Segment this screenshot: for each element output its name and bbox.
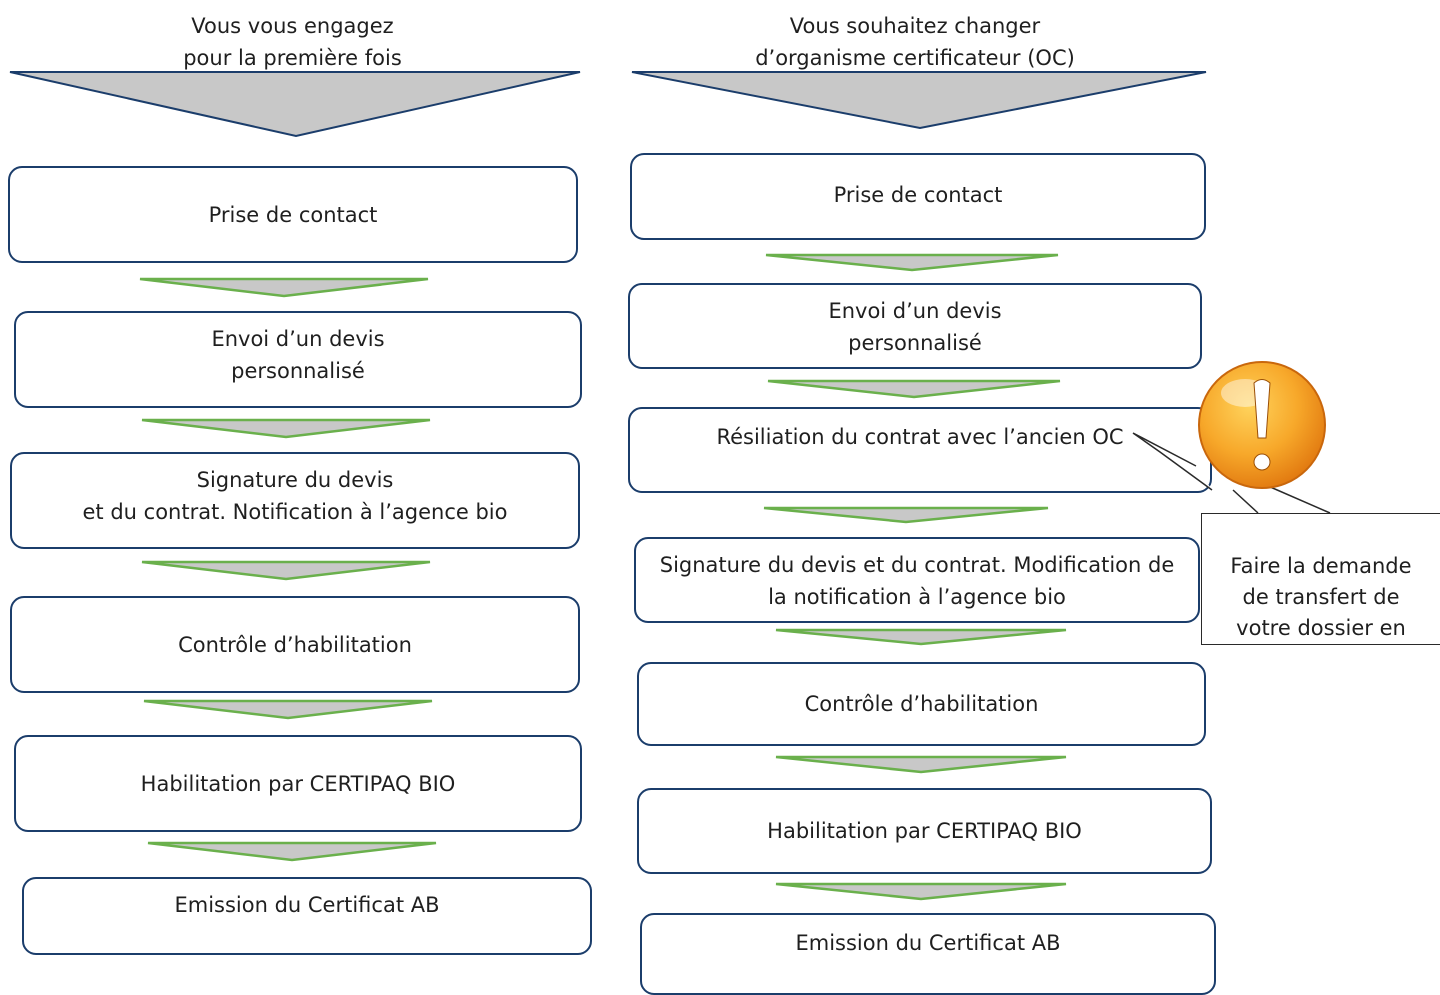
left-step-habilitation: Habilitation par CERTIPAQ BIO xyxy=(14,735,582,832)
right-step-habilitation: Habilitation par CERTIPAQ BIO xyxy=(637,788,1212,874)
right-step-arrow xyxy=(775,628,1067,646)
right-step-emission: Emission du Certificat AB xyxy=(640,913,1216,995)
right-step-resiliation: Résiliation du contrat avec l’ancien OC xyxy=(628,407,1212,493)
left-step-controle: Contrôle d’habilitation xyxy=(10,596,580,693)
step-label: Résiliation du contrat avec l’ancien OC xyxy=(716,425,1124,449)
step-label: Prise de contact xyxy=(208,202,378,227)
left-step-arrow xyxy=(141,418,431,439)
right-step-arrow xyxy=(767,379,1061,399)
right-column-heading: Vous souhaitez changer d’organisme certi… xyxy=(755,14,1075,70)
right-step-controle: Contrôle d’habilitation xyxy=(637,662,1206,746)
left-step-emission: Emission du Certificat AB xyxy=(22,877,592,955)
step-label: Contrôle d’habilitation xyxy=(178,632,412,657)
left-step-arrow xyxy=(139,277,429,298)
left-step-arrow xyxy=(141,560,431,581)
right-step-arrow xyxy=(763,506,1049,524)
right-step-arrow xyxy=(775,755,1067,774)
step-label: Habilitation par CERTIPAQ BIO xyxy=(767,819,1082,843)
transfer-callout: Faire la demande de transfert de votre d… xyxy=(1201,513,1440,645)
step-label: Signature du devis et du contrat. Modifi… xyxy=(659,553,1175,609)
step-label: Prise de contact xyxy=(833,183,1003,207)
step-label: Contrôle d’habilitation xyxy=(804,692,1039,716)
step-label: Emission du Certificat AB xyxy=(174,893,440,917)
right-step-arrow xyxy=(775,882,1067,901)
left-column-heading: Vous vous engagez pour la première fois xyxy=(183,14,402,70)
step-label: Envoi d’un devis personnalisé xyxy=(211,327,385,383)
step-label: Envoi d’un devis personnalisé xyxy=(828,299,1002,355)
step-label: Signature du devis et du contrat. Notifi… xyxy=(82,468,508,524)
left-step-arrow xyxy=(147,841,437,862)
right-step-arrow xyxy=(765,253,1059,272)
step-label: Habilitation par CERTIPAQ BIO xyxy=(140,771,456,796)
callout-text: Faire la demande de transfert de votre d… xyxy=(1230,554,1412,640)
left-step-envoi-devis: Envoi d’un devis personnalisé xyxy=(14,311,582,408)
left-step-signature: Signature du devis et du contrat. Notifi… xyxy=(10,452,580,549)
step-label: Emission du Certificat AB xyxy=(795,931,1061,955)
right-header-arrow xyxy=(631,71,1207,130)
right-step-signature: Signature du devis et du contrat. Modifi… xyxy=(634,537,1200,623)
left-header-arrow xyxy=(9,71,581,138)
left-step-arrow xyxy=(143,699,433,720)
left-step-prise-de-contact: Prise de contact xyxy=(8,166,578,263)
right-step-envoi-devis: Envoi d’un devis personnalisé xyxy=(628,283,1202,369)
right-step-prise-de-contact: Prise de contact xyxy=(630,153,1206,240)
